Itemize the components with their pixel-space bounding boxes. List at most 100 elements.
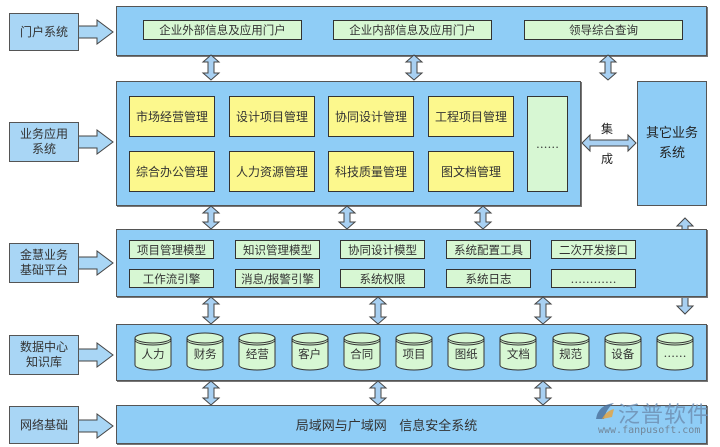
database-label: 财务 — [193, 347, 217, 361]
business-item: 综合办公管理 — [129, 151, 215, 192]
business-item-text: 设计项目管理 — [235, 110, 308, 124]
platform-item: 项目管理模型 — [129, 240, 214, 259]
platform-item: 系统日志 — [446, 269, 531, 288]
business-item-text: 市场经营管理 — [135, 110, 208, 124]
database-icon — [343, 332, 381, 371]
platform-item: ………… — [551, 269, 636, 288]
business-item-text: 科技质量管理 — [334, 165, 407, 179]
database-label: 客户 — [298, 347, 322, 361]
database-cylinder: 设备 — [604, 332, 642, 371]
double-arrow-icon — [533, 380, 553, 406]
business-item: 设计项目管理 — [229, 96, 315, 137]
double-arrow-icon — [368, 380, 388, 406]
database-cylinder: 图纸 — [447, 332, 485, 371]
horizontal-double-arrow-icon — [581, 133, 637, 153]
platform-item-text: 系统日志 — [465, 271, 512, 286]
database-icon — [238, 332, 276, 371]
database-label: 经营 — [245, 347, 269, 361]
business-more-box: …… — [527, 96, 568, 192]
platform-item-text: 系统权限 — [359, 271, 406, 286]
business-item: 图文档管理 — [428, 151, 514, 192]
platform-item-text: 二次开发接口 — [559, 242, 628, 257]
business-item: 工程项目管理 — [428, 96, 514, 137]
double-arrow-icon — [201, 380, 221, 406]
database-cylinder: 文档 — [499, 332, 537, 371]
platform-item: 知识管理模型 — [235, 240, 320, 259]
business-item: 人力资源管理 — [229, 151, 315, 192]
other-system-line2: 系统 — [658, 145, 685, 161]
database-cylinder: 合同 — [343, 332, 381, 371]
platform-item-text: 消息/报警引擎 — [241, 271, 314, 286]
database-icon — [656, 332, 694, 371]
database-cylinder: 项目 — [395, 332, 433, 371]
database-icon — [447, 332, 485, 371]
platform-item-text: 协同设计模型 — [348, 242, 417, 257]
database-cylinder: 客户 — [291, 332, 329, 371]
layer-label-data: 数据中心 知识库 — [9, 335, 79, 375]
database-label: 图纸 — [454, 347, 478, 361]
platform-item: 消息/报警引擎 — [235, 269, 320, 288]
business-item: 科技质量管理 — [328, 151, 414, 192]
right-arrow-icon — [79, 413, 114, 439]
layer-label-network-text: 网络基础 — [19, 417, 68, 432]
layer-label-data-line2: 知识库 — [25, 355, 62, 369]
layer-label-business: 业务应用系统 — [9, 122, 79, 162]
other-business-system: 其它业务 系统 — [637, 81, 707, 206]
layer-label-platform: 金慧业务 基础平台 — [9, 243, 79, 283]
platform-item-text: 工作流引擎 — [142, 271, 201, 286]
database-cylinder: …… — [656, 332, 694, 371]
database-icon — [395, 332, 433, 371]
layer-label-business-text: 业务应用系统 — [19, 127, 68, 156]
double-arrow-icon — [201, 205, 221, 230]
database-label: 项目 — [402, 347, 426, 361]
database-cylinder: 经营 — [238, 332, 276, 371]
database-icon — [186, 332, 224, 371]
platform-item: 系统配置工具 — [446, 240, 531, 259]
portal-item: 领导综合查询 — [524, 20, 683, 40]
layer-label-portal: 门户系统 — [9, 13, 79, 51]
business-more-text: …… — [536, 137, 559, 151]
platform-item-text: 系统配置工具 — [454, 242, 523, 257]
network-panel: 局域网与广域网 信息安全系统 — [116, 405, 707, 444]
right-arrow-icon — [79, 250, 114, 276]
database-icon — [552, 332, 590, 371]
business-item-text: 综合办公管理 — [135, 165, 208, 179]
business-item-text: 工程项目管理 — [434, 110, 507, 124]
database-label: 设备 — [611, 347, 635, 361]
watermark-logo: 泛普软件 www.fanpusoft.com — [594, 399, 718, 441]
double-arrow-icon — [337, 205, 357, 230]
database-label: 文档 — [506, 347, 530, 361]
double-arrow-icon — [368, 296, 388, 325]
database-cylinder: 人力 — [134, 332, 172, 371]
database-icon — [499, 332, 537, 371]
platform-item: 二次开发接口 — [551, 240, 636, 259]
database-label: …… — [663, 346, 687, 360]
layer-label-platform-line2: 基础平台 — [19, 263, 68, 277]
watermark-brand: 泛普软件 — [618, 403, 711, 428]
layer-label-portal-text: 门户系统 — [19, 24, 68, 39]
database-cylinder: 规范 — [552, 332, 590, 371]
layer-label-network: 网络基础 — [9, 406, 79, 444]
double-arrow-icon — [598, 54, 618, 81]
database-label: 规范 — [559, 347, 583, 361]
integration-label-bottom: 成 — [601, 152, 614, 166]
database-icon — [604, 332, 642, 371]
platform-item: 工作流引擎 — [129, 269, 214, 288]
right-arrow-icon — [79, 342, 114, 368]
portal-item-text: 企业外部信息及应用门户 — [159, 23, 286, 37]
double-arrow-icon — [473, 205, 493, 230]
double-arrow-icon — [201, 296, 221, 325]
database-label: 合同 — [350, 347, 374, 361]
watermark-url: www.fanpusoft.com — [598, 425, 701, 436]
database-label: 人力 — [141, 347, 165, 361]
double-arrow-icon — [201, 54, 221, 81]
business-item-text: 人力资源管理 — [235, 165, 308, 179]
platform-item: 协同设计模型 — [340, 240, 425, 259]
fanpu-logo-icon — [596, 403, 614, 419]
double-arrow-icon — [533, 296, 553, 325]
other-system-line1: 其它业务 — [645, 125, 698, 141]
platform-item: 系统权限 — [340, 269, 425, 288]
database-icon — [134, 332, 172, 371]
layer-label-platform-line1: 金慧业务 — [19, 248, 68, 262]
platform-item-text: 项目管理模型 — [137, 242, 206, 257]
